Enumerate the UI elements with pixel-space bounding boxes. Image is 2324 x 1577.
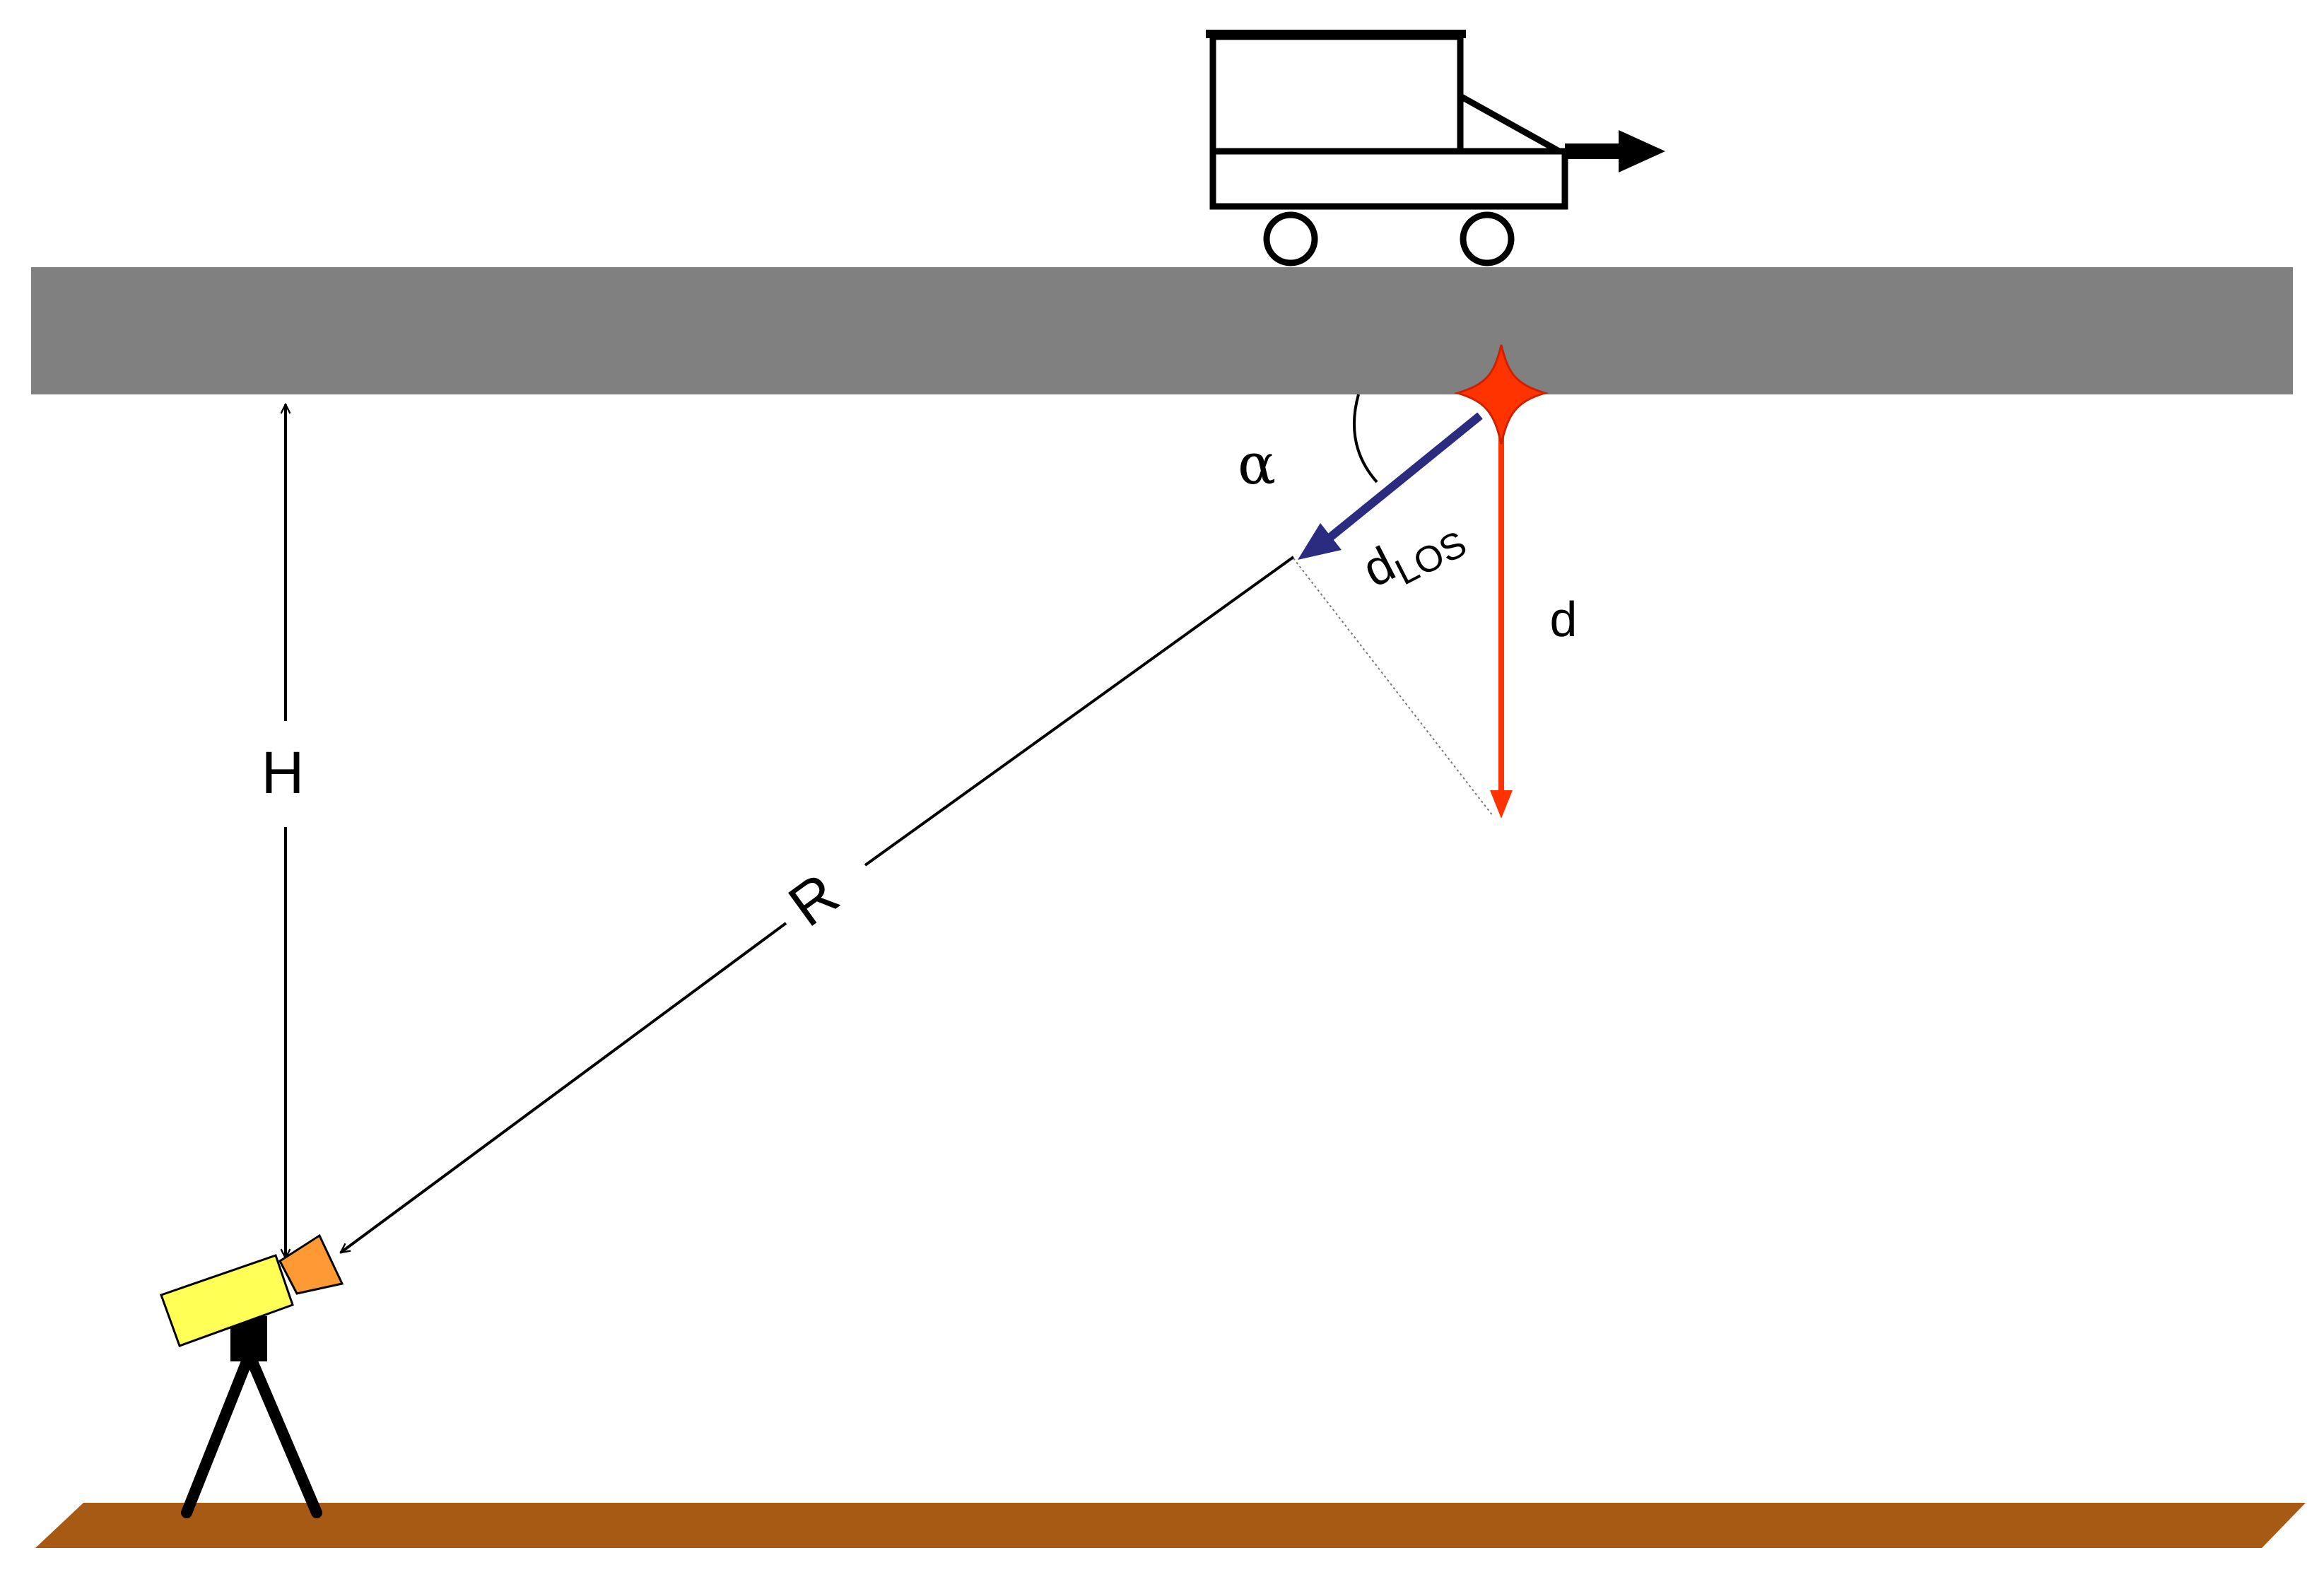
- angle-arc: [1353, 394, 1378, 483]
- los-label-subscript: LOS: [1389, 523, 1473, 593]
- projection-line: [1293, 558, 1493, 816]
- camera-lens: [278, 1233, 344, 1295]
- camera-on-tripod-icon: [160, 1233, 344, 1518]
- range-label: R: [777, 860, 850, 939]
- angle-label: α: [1238, 431, 1276, 497]
- ground-strip: [35, 1503, 2306, 1548]
- truck-icon: [1206, 30, 1665, 266]
- height-label: H: [262, 739, 305, 806]
- displacement-arrow: [1490, 410, 1513, 819]
- bridge-deck: [31, 267, 2293, 394]
- range-arrow: [341, 556, 1295, 1254]
- camera-body: [160, 1254, 294, 1347]
- displacement-label: d: [1550, 592, 1578, 647]
- star-icon: [1453, 344, 1549, 445]
- los-arrow: [1298, 412, 1483, 560]
- los-label: dLOS: [1354, 503, 1473, 606]
